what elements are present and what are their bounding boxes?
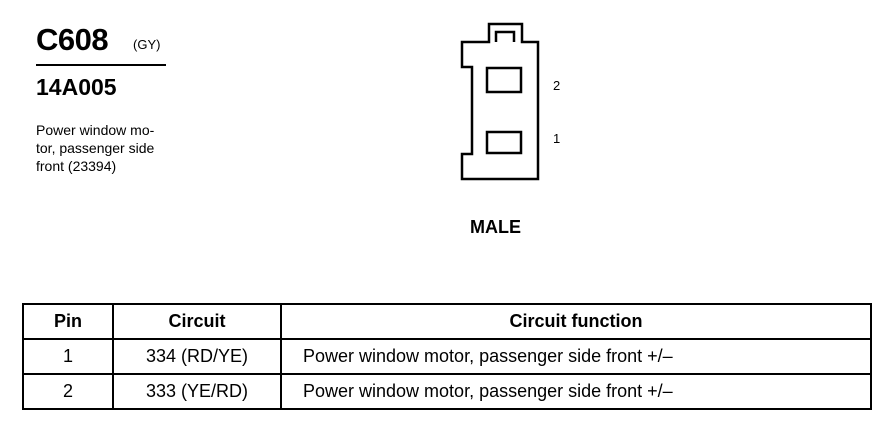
cell-pin: 1 (22, 338, 114, 375)
cell-circuit: 334 (RD/YE) (112, 338, 282, 375)
cell-pin: 2 (22, 373, 114, 410)
pin-table: Pin Circuit Circuit function 1 334 (RD/Y… (22, 303, 872, 410)
connector-id-underline (36, 64, 166, 66)
pin-label-1: 1 (553, 131, 561, 146)
pin-cavity-1 (485, 130, 523, 155)
description-line: front (23394) (36, 158, 117, 174)
header-circuit: Circuit (112, 303, 282, 340)
connector-latch (494, 30, 516, 42)
part-number: 14A005 (36, 74, 117, 100)
cell-circuit: 333 (YE/RD) (112, 373, 282, 410)
table-row: 1 334 (RD/YE) Power window motor, passen… (22, 338, 872, 375)
connector-face-drawing (460, 22, 540, 181)
table-row: 2 333 (YE/RD) Power window motor, passen… (22, 373, 872, 410)
cell-circuit-function: Power window motor, passenger side front… (280, 338, 872, 375)
description-line: tor, passenger side (36, 140, 155, 156)
pin-cavity-2 (485, 66, 523, 94)
table-header-row: Pin Circuit Circuit function (22, 303, 872, 340)
header-pin: Pin (22, 303, 114, 340)
connector-outline (460, 22, 540, 181)
gender-label: MALE (470, 217, 521, 237)
cell-circuit-function: Power window motor, passenger side front… (280, 373, 872, 410)
connector-id: C608 (36, 22, 109, 57)
connector-description: Power window mo- tor, passenger side fro… (36, 121, 196, 175)
header-circuit-function: Circuit function (280, 303, 872, 340)
pin-label-2: 2 (553, 78, 561, 93)
color-code: (GY) (133, 37, 161, 52)
description-line: Power window mo- (36, 122, 155, 138)
